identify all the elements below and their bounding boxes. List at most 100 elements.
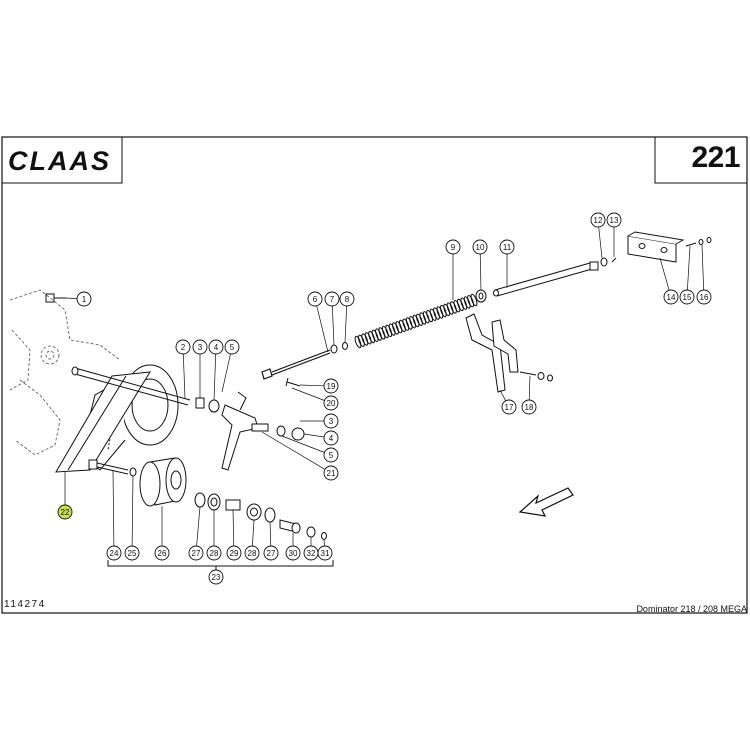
callout-11[interactable]: 11 [499,239,515,255]
brand-box [1,136,123,184]
spring-coil [446,302,454,315]
callout-circle [154,545,170,561]
callout-9[interactable]: 9 [445,239,461,255]
pin-part-19 [285,377,301,387]
callout-10[interactable]: 10 [472,239,488,255]
leader-line [701,244,705,291]
leader-line [323,539,325,547]
spring-coil [453,300,461,313]
leader-line [281,435,325,453]
callout-22[interactable]: 22 [57,504,73,520]
spring-coil [398,319,406,333]
callout-4[interactable]: 4 [323,430,339,446]
callout-18[interactable]: 18 [521,399,537,415]
spring-coil [361,333,369,346]
callout-31[interactable]: 31 [317,545,333,561]
callout-7[interactable]: 7 [324,291,340,307]
shaft-part-2 [71,366,191,406]
arrow-icon [518,487,574,517]
callout-19[interactable]: 19 [323,378,339,394]
callout-14[interactable]: 14 [663,289,679,305]
callout-2[interactable]: 2 [175,339,191,355]
callout-number: 13 [610,216,619,225]
callout-5[interactable]: 5 [224,339,240,355]
callout-circle [445,239,461,255]
leader-line [528,375,531,401]
spring-coil [368,330,376,344]
callout-circle [339,291,355,307]
brackets-part-17 [465,313,519,393]
callout-circle [590,212,606,228]
callout-24[interactable]: 24 [106,545,122,561]
callout-number: 18 [525,403,534,412]
callout-28[interactable]: 28 [206,545,222,561]
spring-coil [443,303,451,317]
callout-17[interactable]: 17 [501,399,517,415]
spring-coil [357,334,365,347]
callout-28[interactable]: 28 [244,545,260,561]
callout-27[interactable]: 27 [263,545,279,561]
callout-circle [226,545,242,561]
callout-30[interactable]: 30 [285,545,301,561]
spring-coil [450,301,457,314]
tension-rod-part-6 [261,349,331,380]
leader-line [221,353,231,393]
callout-number: 3 [329,417,334,426]
callout-15[interactable]: 15 [679,289,695,305]
callout-circle [244,545,260,561]
spring-coil [392,322,399,335]
callout-number: 30 [289,549,298,558]
callout-number: 12 [594,216,603,225]
callout-circle [323,465,339,481]
callout-6[interactable]: 6 [307,291,323,307]
spring-coil [433,307,440,320]
callout-25[interactable]: 25 [124,545,140,561]
callout-circle [521,399,537,415]
spring-coil [429,308,437,321]
callout-29[interactable]: 29 [226,545,242,561]
leader-line [499,389,507,401]
callout-32[interactable]: 32 [303,545,319,561]
callout-8[interactable]: 8 [339,291,355,307]
leader-line [331,305,335,346]
callout-circle [323,395,339,411]
callout-number: 4 [329,434,334,443]
spring-coil [426,309,434,323]
callout-number: 2 [181,343,186,352]
callout-13[interactable]: 13 [606,212,622,228]
callout-circle [175,339,191,355]
callout-12[interactable]: 12 [590,212,606,228]
callout-3[interactable]: 3 [323,413,339,429]
callout-5[interactable]: 5 [323,447,339,463]
spring-coil [395,321,403,334]
callout-16[interactable]: 16 [696,289,712,305]
spring-coil [354,335,362,349]
spring-coil [402,318,410,331]
callout-number: 23 [212,573,221,582]
spring-coil [375,328,382,341]
callout-circle [323,447,339,463]
callout-circle [76,291,92,307]
callout-circle [324,291,340,307]
callout-23[interactable]: 23 [208,569,224,585]
spring-coil [419,312,427,325]
callout-21[interactable]: 21 [323,465,339,481]
spring-coil [388,323,396,336]
callout-20[interactable]: 20 [323,395,339,411]
callout-1[interactable]: 1 [76,291,92,307]
callout-circle [106,545,122,561]
callout-circle [208,569,224,585]
callout-4[interactable]: 4 [208,339,224,355]
spring-coil [439,304,447,318]
callout-number: 24 [110,549,119,558]
callout-number: 3 [198,343,203,352]
spring-coil [412,314,420,328]
spring-coil [385,324,393,338]
spring-coil [415,313,423,326]
callout-26[interactable]: 26 [154,545,170,561]
tension-spring-part-9 [354,293,478,349]
callout-3[interactable]: 3 [192,339,208,355]
callout-27[interactable]: 27 [188,545,204,561]
callout-number: 31 [321,549,330,558]
